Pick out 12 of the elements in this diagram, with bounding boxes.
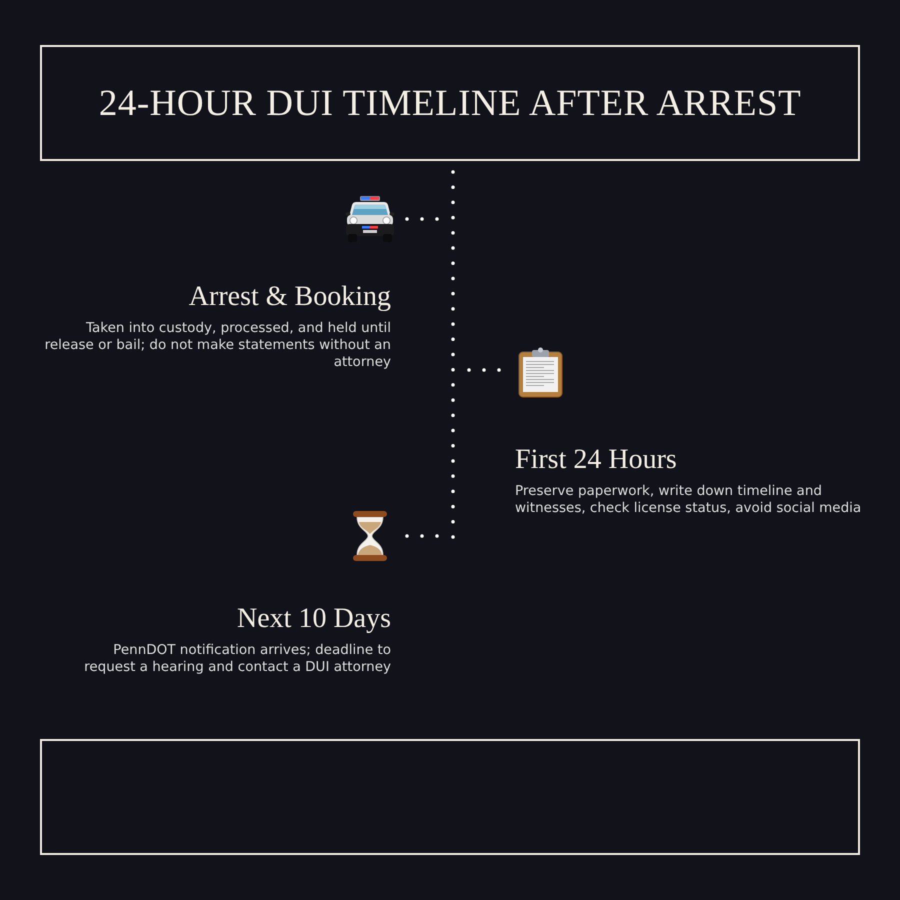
event-heading: First 24 Hours — [515, 444, 677, 476]
event-description: Preserve paperwork, write down timeline and witnesses, check license status, avoid social media — [515, 483, 862, 517]
event-heading: Arrest & Booking — [188, 281, 391, 313]
police-car-icon — [345, 195, 395, 243]
footer-panel — [40, 739, 860, 855]
clipboard-icon — [518, 347, 563, 398]
hourglass-icon — [352, 510, 388, 562]
event-heading: Next 10 Days — [237, 603, 391, 635]
diagram-title: 24-HOUR DUI TIMELINE AFTER ARREST — [98, 82, 802, 124]
event-description: Taken into custody, processed, and held until release or bail; do not make statements without an attorney — [44, 320, 391, 371]
event-description: PennDOT notification arrives; deadline to request a hearing and contact a DUI attorney — [83, 642, 391, 676]
timeline-line — [449, 169, 457, 540]
